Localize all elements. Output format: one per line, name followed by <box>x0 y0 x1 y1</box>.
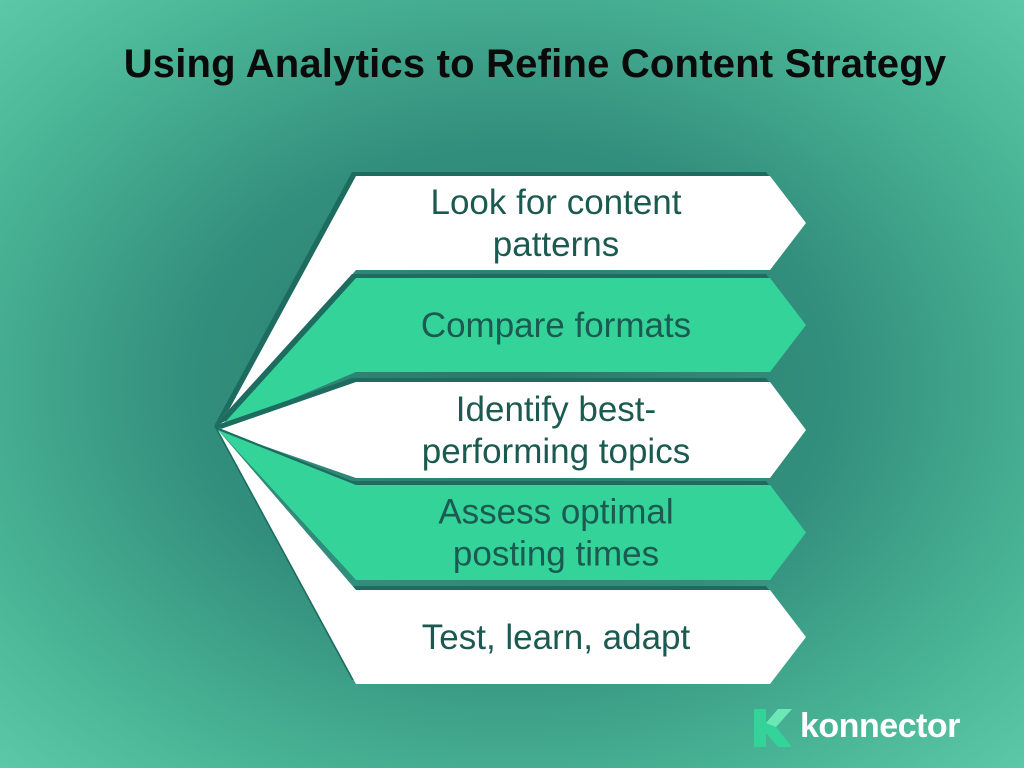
step-3-label-line: performing topics <box>422 432 690 471</box>
step-3-label-line: Identify best- <box>456 390 656 429</box>
konnector-logo[interactable]: konnector <box>752 705 992 751</box>
konnector-logo-text: konnector <box>800 707 960 745</box>
step-1-label-line: patterns <box>493 225 619 264</box>
page-title: Using Analytics to Refine Content Strate… <box>123 42 947 86</box>
step-5-label-line: Test, learn, adapt <box>422 618 691 657</box>
step-1-shape <box>218 176 806 430</box>
konnector-k-icon <box>754 709 792 747</box>
step-3-shape <box>218 382 806 478</box>
step-4-label-line: Assess optimal <box>438 493 673 532</box>
step-4-shape <box>218 430 806 580</box>
step-2-label: Compare formats <box>421 306 691 345</box>
step-5-label: Test, learn, adapt <box>422 618 691 657</box>
step-3-label: Identify best-performing topics <box>422 390 690 471</box>
step-4-label-line: posting times <box>453 535 659 574</box>
step-5-shape <box>218 430 806 684</box>
step-2-label-line: Compare formats <box>421 306 691 345</box>
step-2-shape <box>218 278 806 430</box>
step-1-label-line: Look for content <box>431 183 682 222</box>
